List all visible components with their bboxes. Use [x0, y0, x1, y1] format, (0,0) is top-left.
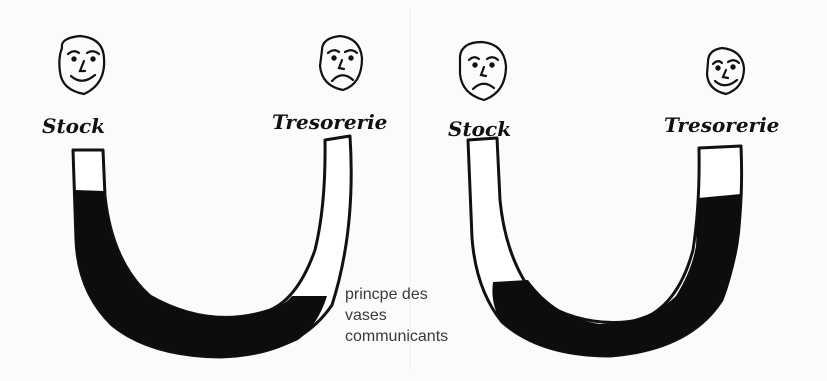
left-stock-label: Stock	[42, 114, 105, 138]
left-liquid-fill	[75, 190, 327, 357]
caption-line-1: princpe des	[345, 284, 485, 305]
caption-line-3: communicants	[345, 326, 485, 347]
caption-line-2: vases	[345, 305, 485, 326]
happy-face-icon	[707, 48, 744, 94]
diagram-left: Stock Tresorerie	[42, 36, 387, 357]
sad-face-icon	[320, 36, 362, 90]
left-tresorerie-label: Tresorerie	[272, 110, 387, 134]
sad-face-icon	[460, 42, 506, 100]
diagram-right: Stock Tresorerie	[448, 42, 779, 356]
happy-face-icon	[59, 36, 104, 94]
right-liquid-fill	[492, 194, 741, 356]
caption-principle: princpe des vases communicants	[345, 284, 485, 347]
right-stock-label: Stock	[448, 117, 511, 141]
right-tresorerie-label: Tresorerie	[664, 113, 779, 137]
